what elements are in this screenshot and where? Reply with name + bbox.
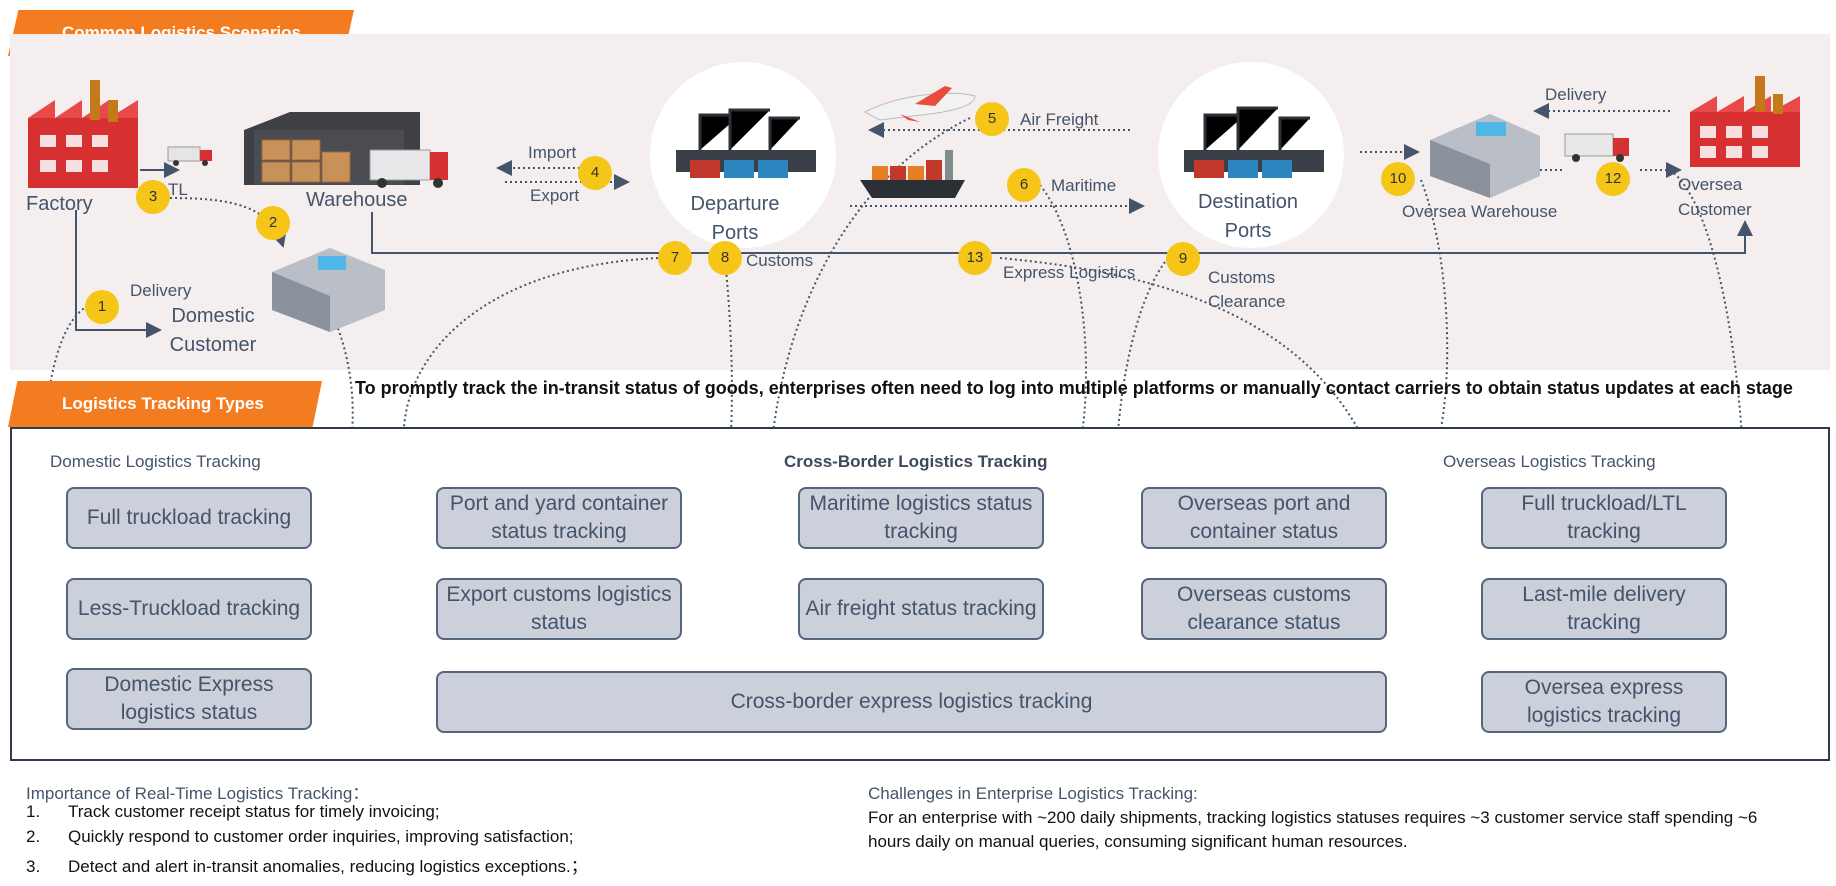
customs-clearance-label: Customs Clearance: [1208, 268, 1286, 311]
factory-label: Factory: [26, 193, 93, 215]
oversea-warehouse-label: Oversea Warehouse: [1402, 202, 1558, 221]
oversea-express-box: Oversea express logistics tracking: [1481, 671, 1727, 733]
airplane-icon: [863, 86, 976, 122]
air-freight-status-box: Air freight status tracking: [798, 578, 1044, 640]
cross-border-express-box: Cross-border express logistics tracking: [436, 671, 1387, 733]
step-circle: 7: [658, 241, 692, 275]
step-circle: 2: [256, 206, 290, 240]
warehouse-icon: [244, 112, 448, 188]
step-circle: 12: [1596, 162, 1630, 196]
destination-ports-label: Destination Ports: [1197, 191, 1299, 242]
importance-item: 1. Track customer receipt status for time…: [26, 802, 440, 822]
delivery-right-label: Delivery: [1545, 85, 1607, 104]
export-customs-box: Export customs logistics status: [436, 578, 682, 640]
air-freight-label: Air Freight: [1020, 110, 1099, 129]
truck-icon: [167, 146, 212, 166]
importance-title: Importance of Real-Time Logistics Tracki…: [26, 784, 370, 803]
cargo-ship-icon: [860, 150, 965, 198]
importance-item-number: 1.: [26, 802, 41, 821]
maritime-label: Maritime: [1051, 176, 1117, 195]
step-circle: 5: [975, 102, 1009, 136]
domestic-tracking-title: Domestic Logistics Tracking: [50, 452, 261, 471]
step-circle: 6: [1007, 168, 1041, 202]
export-label: Export: [530, 186, 580, 205]
last-mile-box: Last-mile delivery tracking: [1481, 578, 1727, 640]
step-circle: 9: [1166, 242, 1200, 276]
departure-ports-label: Departure Ports: [690, 193, 780, 244]
challenges-text: For an enterprise with ~200 daily shipme…: [868, 808, 1758, 851]
notice-text: To promptly track the in-transit status …: [355, 378, 1793, 398]
step-circle: 13: [958, 241, 992, 275]
maritime-status-box: Maritime logistics status tracking: [798, 487, 1044, 549]
step-circle: 3: [136, 180, 170, 214]
full-truckload-ltl-box: Full truckload/LTL tracking: [1481, 487, 1727, 549]
port-yard-box: Port and yard container status tracking: [436, 487, 682, 549]
overseas-tracking-title: Overseas Logistics Tracking: [1443, 452, 1656, 471]
importance-item: 2. Quickly respond to customer order inqu…: [26, 827, 574, 847]
full-truckload-box: Full truckload tracking: [66, 487, 312, 549]
domestic-express-box: Domestic Express logistics status: [66, 668, 312, 730]
import-label: Import: [528, 143, 577, 162]
challenges-title: Challenges in Enterprise Logistics Track…: [868, 784, 1198, 803]
importance-item-text: Quickly respond to customer order inquir…: [68, 827, 574, 846]
importance-item-number: 2.: [26, 827, 41, 846]
express-logistics-label: Express Logistics: [1003, 263, 1136, 282]
oversea-customer-label: Oversea Customer: [1678, 175, 1752, 219]
importance-item-text: Track customer receipt status for timely…: [68, 802, 440, 821]
factory-icon: [28, 80, 138, 188]
building-icon: [272, 248, 385, 332]
step-circle: 10: [1381, 162, 1415, 196]
overseas-port-box: Overseas port and container status: [1141, 487, 1387, 549]
truck-icon: [1564, 133, 1629, 162]
factory-icon: [1690, 76, 1800, 167]
less-truckload-box: Less-Truckload tracking: [66, 578, 312, 640]
delivery-left-label: Delivery: [130, 281, 192, 300]
step-circle: 8: [708, 241, 742, 275]
port-crane-icon: [676, 108, 816, 178]
domestic-customer-label: Domestic Customer: [169, 305, 257, 356]
cross-border-tracking-title: Cross-Border Logistics Tracking: [784, 452, 1048, 471]
importance-item-number: 3.: [26, 857, 41, 876]
customs-label: Customs: [746, 251, 814, 270]
overseas-customs-box: Overseas customs clearance status: [1141, 578, 1387, 640]
importance-item: 3. Detect and alert in-transit anomalies,…: [26, 852, 588, 877]
tracking-types-banner: Logistics Tracking Types: [8, 381, 322, 427]
importance-item-text: Detect and alert in-transit anomalies, r…: [68, 857, 588, 876]
building-icon: [1430, 114, 1540, 198]
warehouse-label: Warehouse: [306, 189, 408, 211]
step-circle: 4: [578, 156, 612, 190]
step-circle: 1: [85, 290, 119, 324]
port-crane-icon: [1184, 106, 1324, 178]
tl-label: TL: [168, 180, 188, 199]
